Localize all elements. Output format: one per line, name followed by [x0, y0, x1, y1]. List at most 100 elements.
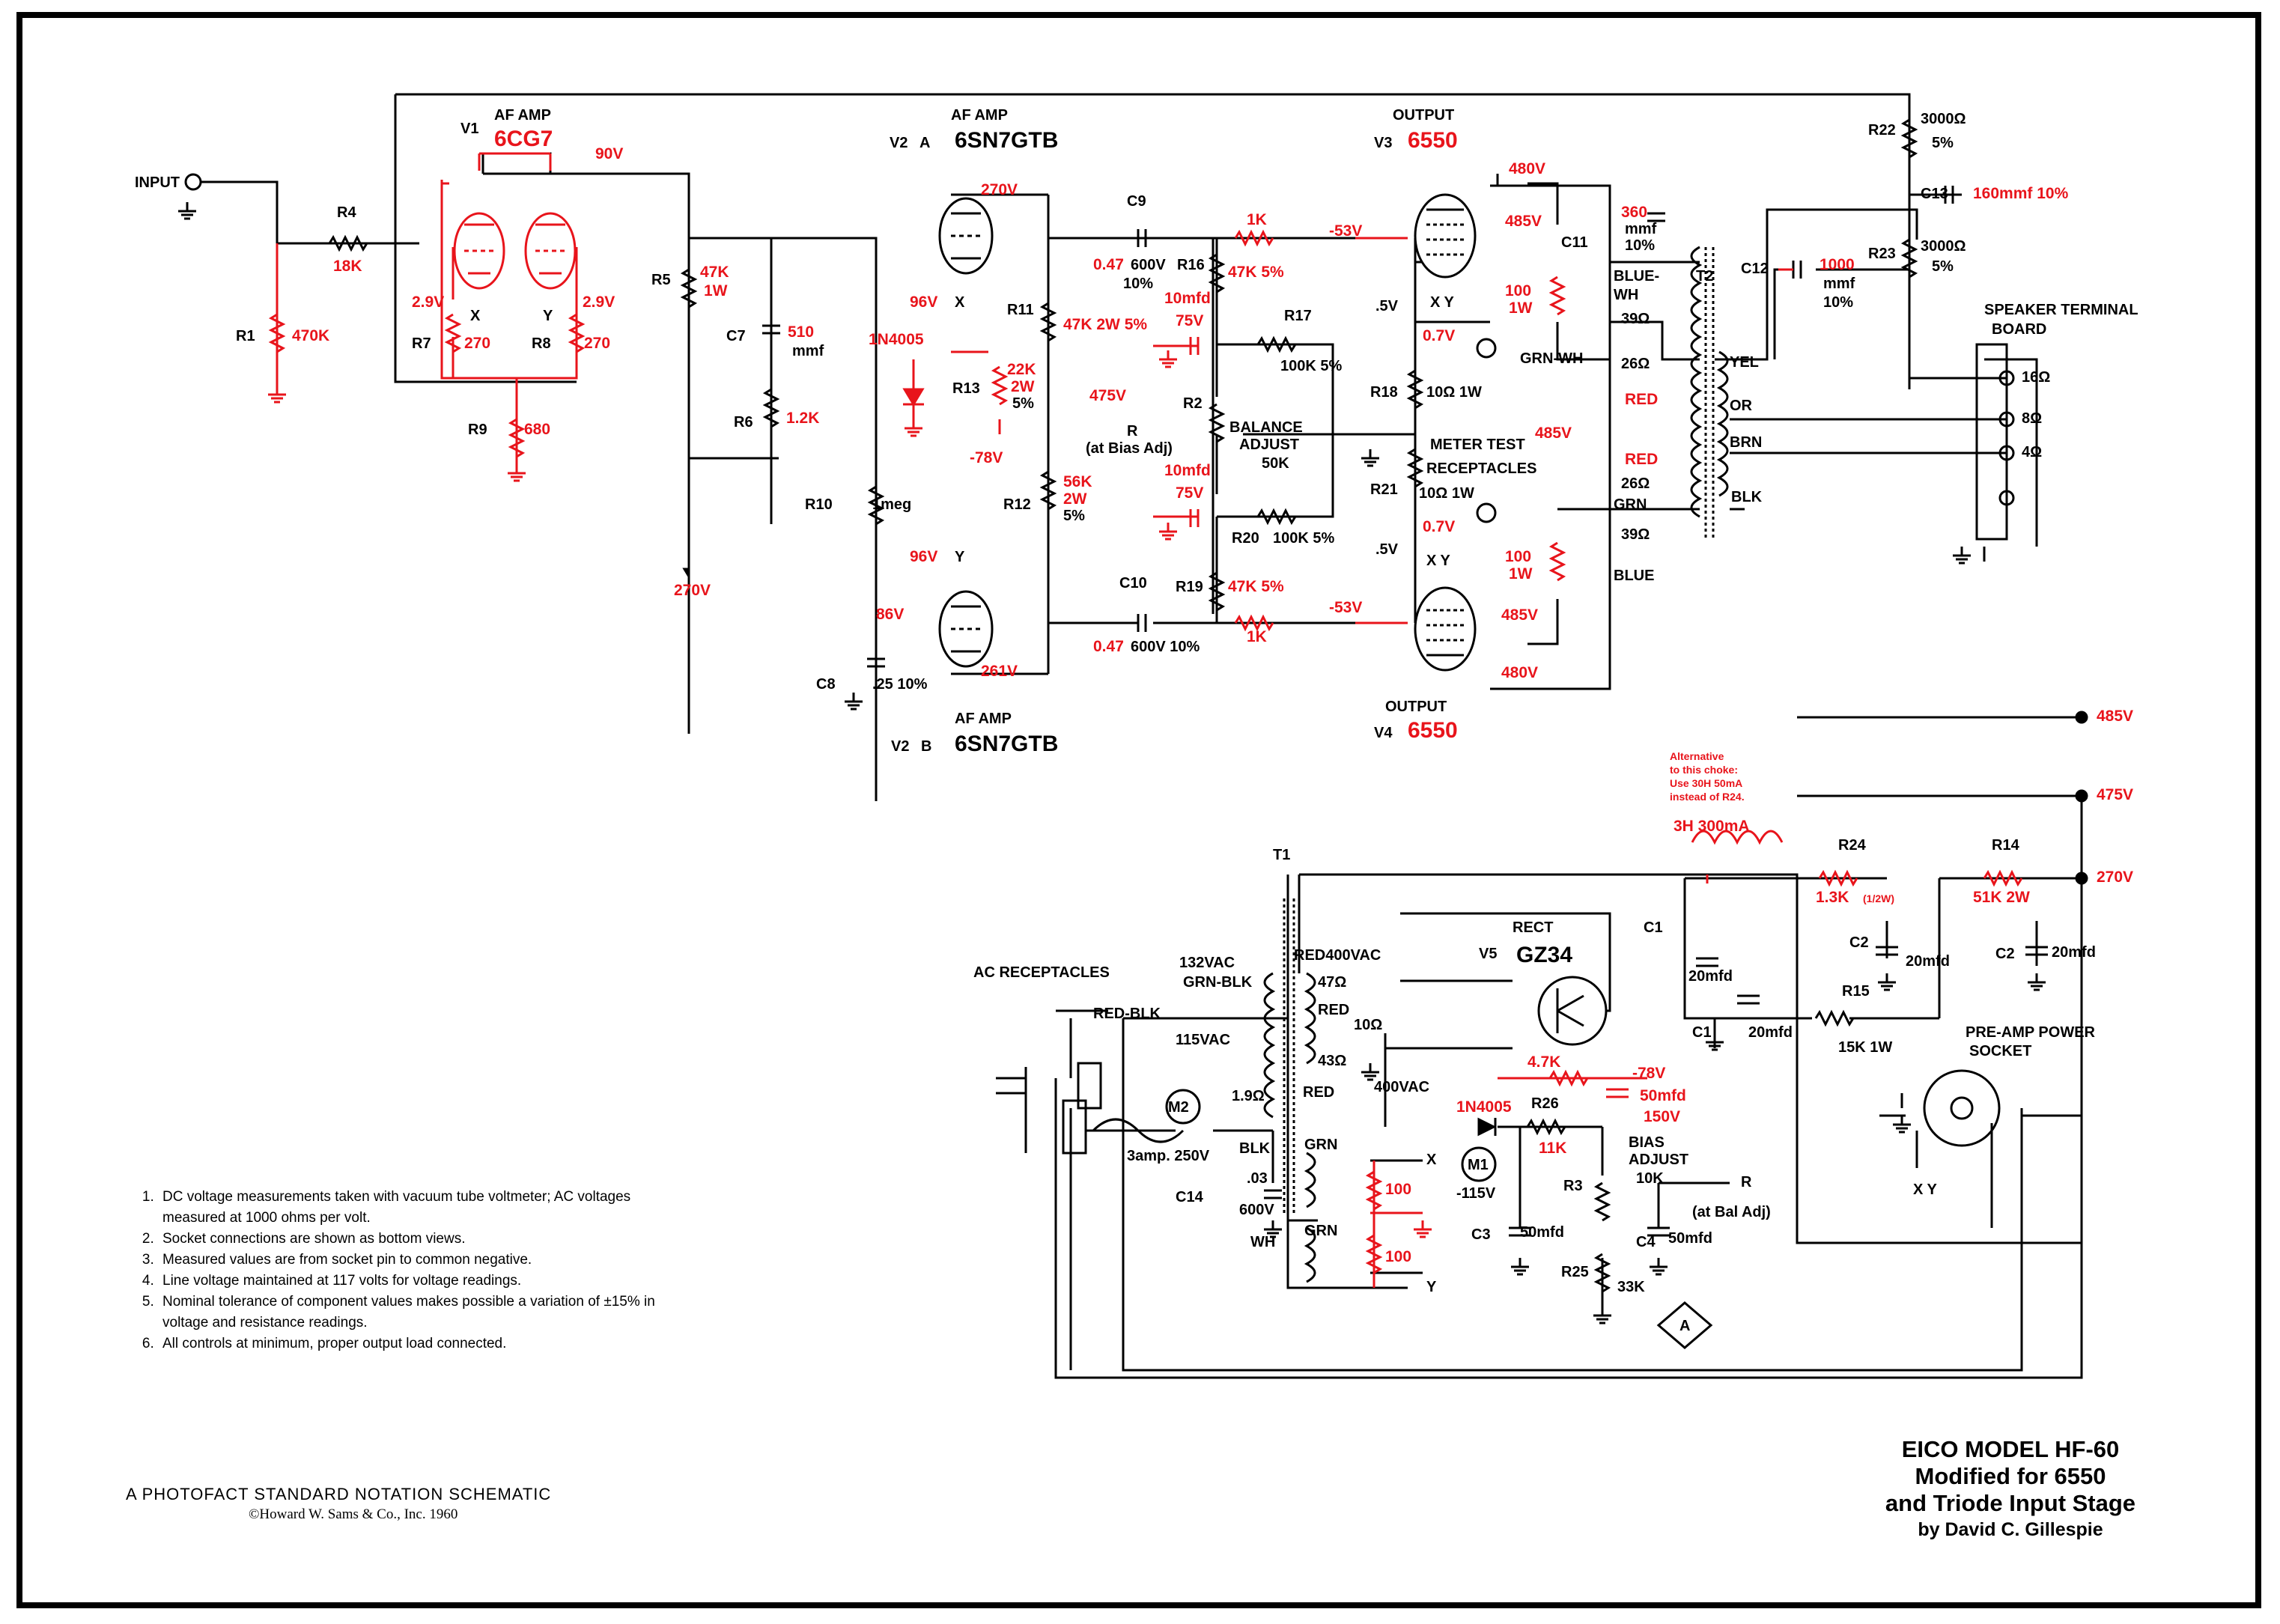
r100-a: 100	[1385, 1181, 1411, 1198]
val-r12c: 5%	[1063, 508, 1085, 524]
val-r15: 15K 1W	[1838, 1039, 1892, 1056]
val-c7u: mmf	[792, 343, 824, 359]
val-c10b: 600V 10%	[1131, 639, 1200, 655]
ref-c3: C3	[1471, 1226, 1491, 1243]
ref-c11: C11	[1561, 234, 1588, 251]
val-r25: 33K	[1617, 1279, 1645, 1295]
c20-a: 20mfd	[1688, 968, 1733, 985]
t1-47: 47Ω	[1318, 974, 1346, 991]
val-r47k: 4.7K	[1527, 1053, 1560, 1071]
t2-red-a: RED	[1625, 391, 1658, 408]
ref-m1: M1	[1468, 1157, 1489, 1173]
val-r2: 50K	[1262, 455, 1289, 472]
note-item: Socket connections are shown as bottom v…	[158, 1229, 697, 1250]
val-r6: 1.2K	[786, 410, 819, 427]
pin-markers: X Y X Y X Y X Y R R X Y A X Y	[470, 294, 1938, 1334]
ref-m2: M2	[1168, 1099, 1189, 1116]
v1-role: AF AMP	[494, 107, 551, 124]
bias-label: BIAS	[1629, 1134, 1665, 1151]
ref-r1: R1	[236, 328, 255, 344]
note-item: All controls at minimum, proper output l…	[158, 1333, 697, 1354]
tube-internals	[464, 208, 1584, 1033]
v-270-out: 270V	[2097, 869, 2133, 886]
voltage-readings: 90V 2.9V 2.9V 270V 270V 96V 96V 86V 261V…	[412, 145, 2133, 1082]
val-c11b: mmf	[1625, 221, 1657, 237]
speaker-board-label-2: BOARD	[1992, 321, 2046, 338]
mark-xy2: X Y	[1426, 553, 1451, 569]
t1-115: 115VAC	[1176, 1032, 1230, 1048]
title-line-2: Modified for 6550	[1915, 1463, 2106, 1489]
val-o8: 8Ω	[2022, 410, 2042, 427]
val-r9: 680	[524, 421, 550, 438]
output-arrows	[682, 568, 2088, 885]
mark-xy1: X Y	[1430, 294, 1455, 311]
v3-type: 6550	[1408, 128, 1458, 153]
sheet-border	[16, 12, 2261, 1608]
t2-blue: BLUE-	[1614, 268, 1659, 285]
v2b-section: B	[921, 738, 931, 755]
v-485c: 485V	[1535, 425, 1572, 442]
val-cap-a-v: 75V	[1176, 312, 1203, 329]
val-c13: 160mmf 10%	[1973, 185, 2069, 202]
v-m53a: -53V	[1329, 222, 1362, 240]
ground-symbols	[177, 201, 2047, 1325]
t2-26a: 26Ω	[1621, 356, 1650, 372]
val-r24: 1.3K	[1816, 889, 1849, 906]
ref-c12: C12	[1741, 261, 1769, 277]
t1-19: 1.9Ω	[1232, 1088, 1265, 1104]
ref-r4: R4	[337, 204, 356, 221]
v2b-role: AF AMP	[955, 711, 1012, 727]
t2-39b: 39Ω	[1621, 526, 1650, 543]
v-05b: .5V	[1375, 541, 1399, 558]
ref-c14: C14	[1176, 1189, 1204, 1205]
val-cap-a: 10mfd	[1164, 290, 1211, 307]
val-k1-bot: 1K	[1247, 628, 1267, 645]
val-r24w: (1/2W)	[1863, 892, 1894, 904]
ac-plug	[996, 1062, 1185, 1155]
speaker-board	[1975, 343, 2015, 541]
ref-c2a: C2	[1849, 934, 1869, 951]
red-resistors	[268, 229, 2023, 1274]
notes-list: DC voltage measurements taken with vacuu…	[131, 1187, 697, 1354]
val-r1: 470K	[292, 327, 329, 344]
v-96b: 96V	[910, 548, 937, 565]
v-07a: 0.7V	[1423, 327, 1455, 344]
v-96a: 96V	[910, 294, 937, 311]
v2a-type: 6SN7GTB	[955, 128, 1058, 153]
mark-r2: R	[1741, 1174, 1752, 1190]
t1-red400: RED400VAC	[1294, 947, 1381, 964]
val-r21: 10Ω 1W	[1419, 485, 1474, 502]
v-270b: 270V	[674, 582, 711, 599]
tube-envelopes	[453, 193, 1608, 1046]
title-line-3: and Triode Input Stage	[1885, 1490, 2136, 1516]
t1-red-b: RED	[1303, 1084, 1334, 1101]
bias-adjust-label: ADJUST	[1629, 1152, 1688, 1168]
val-c10a: 0.47	[1093, 638, 1124, 655]
t1-132: 132VAC	[1179, 955, 1235, 971]
reference-designators: R1 R4 R5 R6 R7 R8 R9 C7 C8 R10 R11 R12 R…	[236, 122, 2020, 1280]
v-29b: 2.9V	[583, 294, 615, 311]
mark-a: A	[1679, 1318, 1690, 1334]
v2a-ref: V2	[890, 135, 908, 151]
ref-r8: R8	[532, 335, 551, 352]
alt-choke-3: Use 30H 50mA	[1670, 777, 1742, 789]
ref-c10: C10	[1119, 575, 1147, 591]
v-m53b: -53V	[1329, 599, 1362, 616]
mark-x2: X	[955, 294, 965, 311]
at-bias-adj: (at Bias Adj)	[1086, 440, 1173, 457]
v-480b: 480V	[1501, 664, 1538, 681]
val-r22p: 5%	[1932, 135, 1954, 151]
ref-r14: R14	[1992, 837, 2020, 854]
ref-r22: R22	[1868, 122, 1896, 139]
title-block: EICO MODEL HF-60 Modified for 6550 and T…	[1793, 1436, 2228, 1542]
v5-role: RECT	[1513, 919, 1553, 936]
val-r14: 51K 2W	[1973, 889, 2030, 906]
v-m78a: -78V	[970, 449, 1003, 466]
ref-r5: R5	[651, 272, 671, 288]
val-r10: 1meg	[872, 496, 911, 513]
v1-type: 6CG7	[494, 127, 553, 151]
ref-r17: R17	[1284, 308, 1312, 324]
val-r13c: 5%	[1012, 395, 1034, 412]
v-261: 261V	[981, 663, 1018, 680]
ref-c8: C8	[816, 676, 836, 693]
